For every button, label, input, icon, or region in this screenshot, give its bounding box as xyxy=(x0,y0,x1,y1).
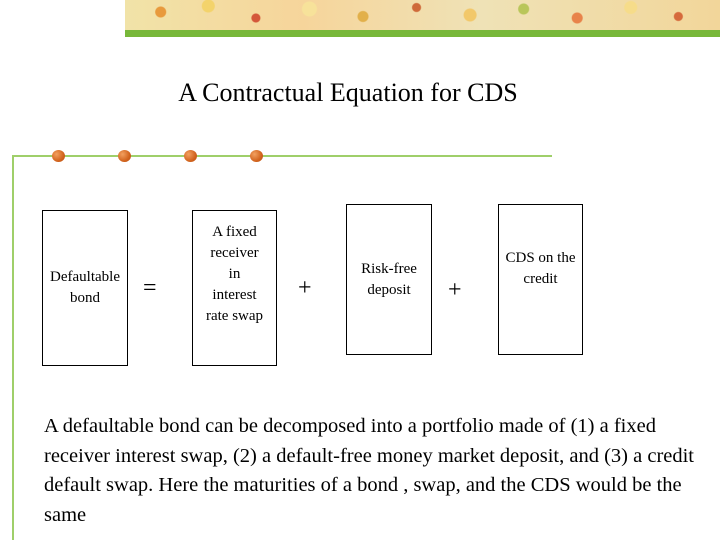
plus-sign: + xyxy=(298,275,312,301)
interest-rate-swap-label: A fixed receiver in interest rate swap xyxy=(192,222,277,327)
bullet-dot xyxy=(52,150,65,162)
defaultable-bond-box xyxy=(42,210,128,366)
cds-label-line: credit xyxy=(523,271,558,287)
interest-rate-swap-box xyxy=(192,210,277,366)
bullet-dot xyxy=(184,150,197,162)
slide-title: A Contractual Equation for CDS xyxy=(178,78,518,107)
bullet-dot xyxy=(250,150,263,162)
bond-label-line: Defaultable xyxy=(50,269,120,285)
bullet-dot xyxy=(118,150,131,162)
deposit-label-line: Risk-free xyxy=(361,261,417,277)
cds-box xyxy=(498,204,583,355)
deposit-label-line: deposit xyxy=(367,282,411,298)
bond-label-line: bond xyxy=(70,290,100,306)
swap-label-line: A fixed xyxy=(212,224,257,240)
swap-label-line: receiver xyxy=(210,245,259,261)
divider-horizontal xyxy=(12,155,552,157)
plus-sign: + xyxy=(448,277,462,303)
cds-label-line: CDS on the xyxy=(505,250,576,266)
swap-label-line: interest xyxy=(212,287,257,303)
cds-label: CDS on the credit xyxy=(496,248,585,290)
risk-free-deposit-label: Risk-free deposit xyxy=(346,259,432,301)
defaultable-bond-label: Defaultable bond xyxy=(40,267,130,309)
decorative-banner xyxy=(125,0,720,30)
swap-label-line: in xyxy=(228,266,241,282)
equals-sign: = xyxy=(143,275,157,301)
banner-underline xyxy=(125,30,720,37)
divider-vertical xyxy=(12,156,14,540)
risk-free-deposit-box xyxy=(346,204,432,355)
description-paragraph: A defaultable bond can be decomposed int… xyxy=(44,415,695,526)
swap-label-line: rate swap xyxy=(205,308,264,324)
